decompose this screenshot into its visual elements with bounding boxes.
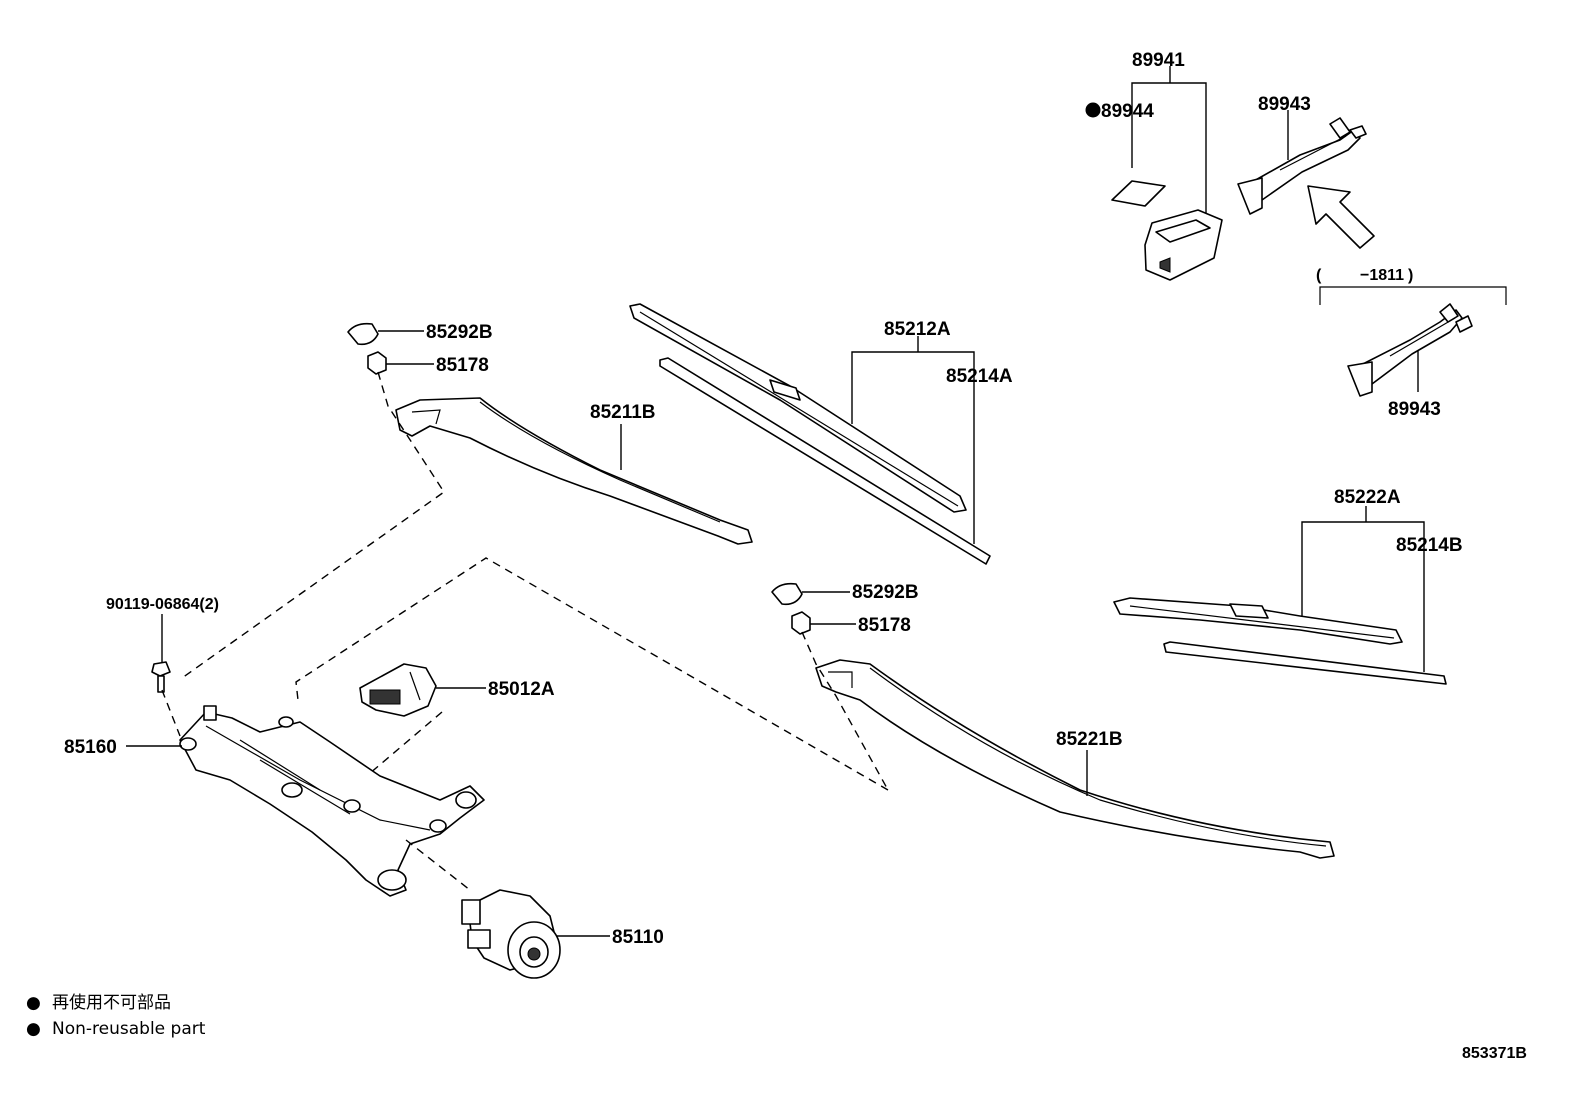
label-85211B: 85211B	[590, 402, 656, 423]
adapter-89943-bottom	[1347, 303, 1473, 397]
label-89941: 89941	[1132, 50, 1185, 71]
label-85012A: 85012A	[488, 679, 555, 700]
label-85160: 85160	[64, 737, 117, 758]
wiper-cap-89941-icon	[1144, 209, 1223, 281]
cap-85292B-right-icon	[771, 582, 803, 606]
leader-dash-motor	[405, 839, 471, 891]
label-89943-bottom: 89943	[1388, 399, 1441, 420]
svg-text:): )	[1408, 267, 1413, 284]
nut-85178-left-icon	[367, 351, 387, 375]
leader-dash-left	[181, 371, 445, 679]
legend-bullet-jp: ●	[26, 993, 41, 1013]
leader-dash-connector	[361, 711, 443, 781]
motor-85110	[461, 889, 561, 979]
cap-85292B-left-icon	[347, 322, 379, 346]
label-85212A: 85212A	[884, 319, 951, 340]
refill-85214B	[1163, 641, 1447, 685]
refill-85214A	[659, 357, 991, 565]
leader-dash-bolt	[161, 689, 181, 737]
label-90119: 90119-06864(2)	[106, 596, 219, 613]
label-89943-top: 89943	[1258, 94, 1311, 115]
label-89944: 89944	[1101, 101, 1154, 122]
connector-85012A-icon	[359, 663, 437, 717]
linkage-85160	[179, 705, 485, 897]
label-85110: 85110	[612, 927, 664, 948]
nut-85178-right-icon	[791, 611, 811, 635]
arm-85211B	[395, 397, 753, 545]
label-85178-left: 85178	[436, 355, 489, 376]
label-sheet-icon	[1111, 180, 1166, 207]
legend-text-jp: 再使用不可部品	[52, 992, 171, 1013]
label-85222A: 85222A	[1334, 487, 1401, 508]
part-89941-group	[1111, 66, 1223, 281]
view-arrow-icon	[1307, 185, 1375, 249]
label-range: −1811	[1360, 267, 1404, 284]
arm-85221B	[815, 659, 1335, 859]
label-85214B: 85214B	[1396, 535, 1463, 556]
date-range-bracket: ( )	[1316, 267, 1507, 305]
label-85178-right: 85178	[858, 615, 911, 636]
leader-dash-link	[295, 557, 889, 791]
non-reusable-marker	[1085, 102, 1101, 118]
legend-text-en: Non-reusable part	[52, 1019, 206, 1039]
bolt-90119-icon	[151, 661, 171, 693]
label-85221B: 85221B	[1056, 729, 1123, 750]
leader-dash-right	[801, 631, 889, 791]
label-85292B-right: 85292B	[852, 582, 919, 603]
blade-85212A	[629, 303, 967, 513]
diagram-code: 853371B	[1462, 1045, 1527, 1062]
adapter-89943-top	[1237, 110, 1367, 215]
legend: ● 再使用不可部品 ● Non-reusable part	[26, 992, 206, 1039]
legend-bullet-en: ●	[26, 1019, 41, 1039]
blade-85222A	[1113, 597, 1403, 645]
svg-text:(: (	[1316, 267, 1322, 284]
label-85214A: 85214A	[946, 366, 1013, 387]
label-85292B-left: 85292B	[426, 322, 493, 343]
